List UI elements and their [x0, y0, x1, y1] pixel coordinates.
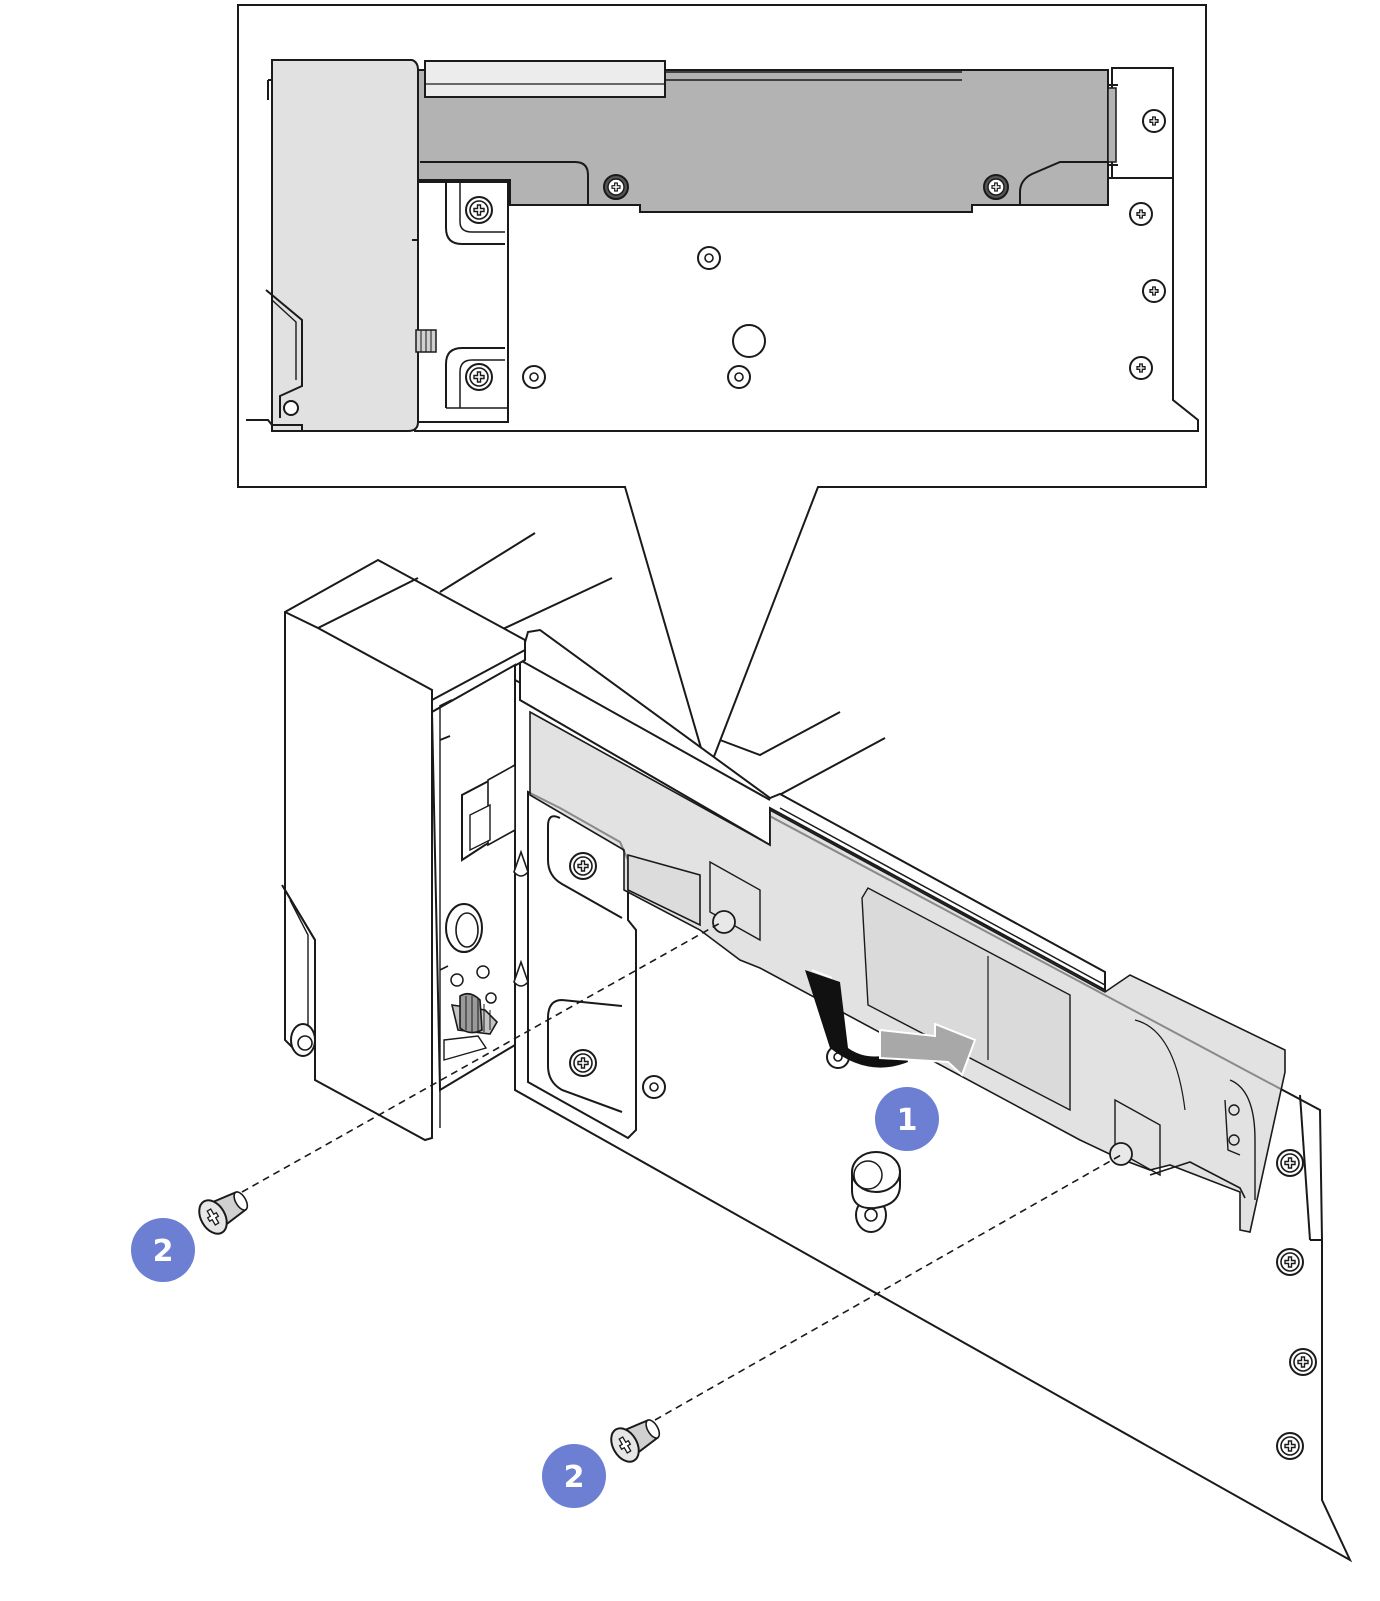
inset-screw-icon [465, 196, 493, 224]
rail-hole-icon [642, 1075, 666, 1099]
inset-hinge-slot-top [445, 182, 505, 245]
screw-path-line [241, 921, 723, 1193]
rail-screw-icon [1276, 1432, 1304, 1460]
phillips-screw-icon [198, 1191, 249, 1235]
inset-bracket-plate [414, 177, 1199, 432]
inset-screw-icon [1129, 356, 1153, 380]
inset-dark-screw-icon [603, 174, 629, 200]
callout-step-2-right: 2 [542, 1444, 606, 1508]
rail-screw-icon [1276, 1248, 1304, 1276]
callout-step-1-label: 1 [897, 1103, 918, 1138]
inset-hole-icon [727, 365, 751, 389]
phillips-screw-icon [610, 1419, 661, 1463]
main-view: 1 2 2 [131, 532, 1353, 1563]
detail-inset [237, 4, 1207, 776]
hinge-screw-icon [569, 1049, 597, 1077]
callout-step-2-left-label: 2 [153, 1234, 174, 1269]
inset-screw-icon [465, 363, 493, 391]
straight-push-arrow-icon [879, 1022, 977, 1077]
screw-path-line [654, 1154, 1122, 1421]
inset-hole-icon [697, 246, 721, 270]
inset-dark-screw-icon [983, 174, 1009, 200]
standoff-pin [851, 1151, 901, 1233]
callout-step-2-right-label: 2 [564, 1460, 585, 1495]
inset-screw-icon [1129, 202, 1153, 226]
inset-latch-block [271, 59, 419, 432]
callout-step-2-left: 2 [131, 1218, 195, 1282]
callout-step-1: 1 [875, 1087, 939, 1151]
rail-screw-icon [1289, 1348, 1317, 1376]
inset-screw-icon [1142, 279, 1166, 303]
rail-screw-icon [1276, 1149, 1304, 1177]
inset-screw-icon [1142, 109, 1166, 133]
thumbscrew [450, 992, 499, 1035]
inset-hinge-slot-bottom [445, 347, 505, 408]
hinge-screw-icon [569, 852, 597, 880]
inset-hole-icon [522, 365, 546, 389]
curved-rotate-arrow-icon [805, 969, 908, 1068]
